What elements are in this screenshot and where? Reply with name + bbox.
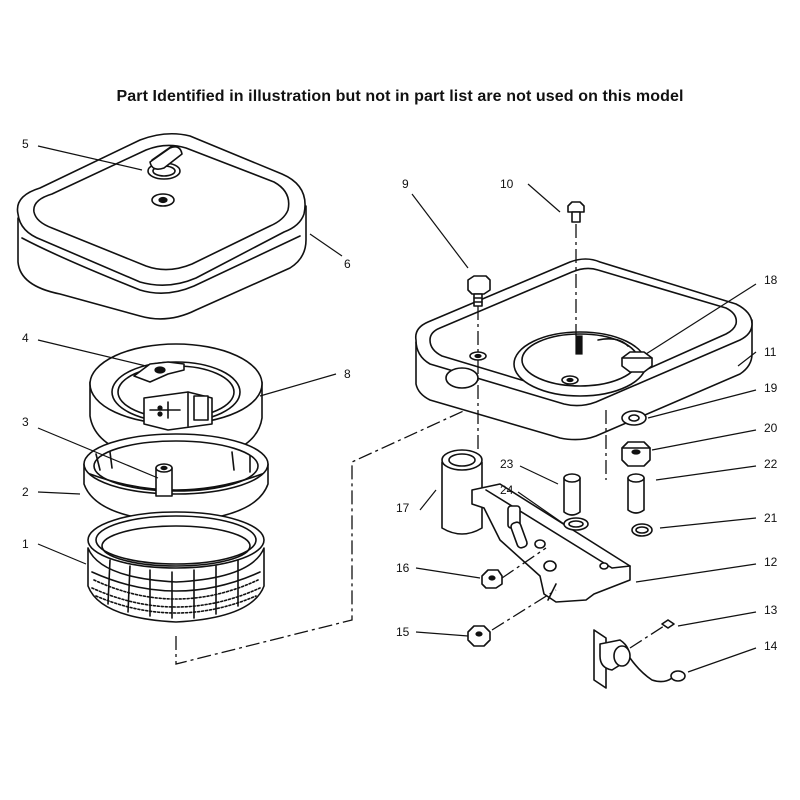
leader-lines — [37, 145, 757, 673]
callout-14: 14 — [764, 639, 778, 653]
callout-17: 17 — [396, 501, 410, 515]
hose-23 — [563, 473, 581, 516]
callout-11: 11 — [764, 345, 777, 359]
hose-22 — [627, 473, 645, 514]
pre-cleaner-ring — [83, 433, 269, 523]
bolt-9 — [467, 275, 491, 307]
callout-3: 3 — [22, 415, 29, 429]
base-nut — [621, 351, 653, 373]
callout-21: 21 — [764, 511, 778, 525]
callout-6: 6 — [344, 257, 351, 271]
hose-clamp-21 — [631, 523, 653, 537]
callout-23: 23 — [500, 457, 514, 471]
nut-centerline — [491, 547, 557, 631]
nut-15 — [467, 625, 491, 647]
callout-10: 10 — [500, 177, 514, 191]
callout-9: 9 — [402, 177, 409, 191]
callout-12: 12 — [764, 555, 778, 569]
callout-1: 1 — [22, 537, 29, 551]
callout-24: 24 — [500, 483, 514, 497]
cover-knob — [147, 145, 183, 207]
hose-clamp-24 — [563, 517, 589, 531]
filter-element — [87, 511, 265, 623]
mounting-bracket — [471, 483, 631, 603]
callout-22: 22 — [764, 457, 778, 471]
callout-19: 19 — [764, 381, 778, 395]
callout-5: 5 — [22, 137, 29, 151]
callout-4: 4 — [22, 331, 29, 345]
callout-2: 2 — [22, 485, 29, 499]
filter-stud — [155, 463, 173, 497]
diagram-heading: Part Identified in illustration but not … — [116, 88, 684, 105]
restriction-indicator — [593, 619, 686, 689]
callout-16: 16 — [396, 561, 410, 575]
callout-13: 13 — [764, 603, 778, 617]
nut-16 — [481, 569, 503, 589]
assembly-centerline — [175, 407, 471, 665]
callout-8: 8 — [344, 367, 351, 381]
washer-19 — [621, 410, 647, 426]
nut-20 — [621, 441, 651, 467]
tube-17 — [441, 449, 483, 535]
air-cleaner-base — [414, 258, 753, 441]
callout-18: 18 — [764, 273, 778, 287]
callout-20: 20 — [764, 421, 778, 435]
air-cleaner-cover — [16, 132, 307, 320]
callout-15: 15 — [396, 625, 410, 639]
callout-numbers: 1 2 3 4 5 6 8 9 10 11 12 13 14 15 16 17 … — [22, 137, 778, 653]
screw-10 — [567, 201, 585, 223]
wing-nut — [133, 361, 185, 383]
